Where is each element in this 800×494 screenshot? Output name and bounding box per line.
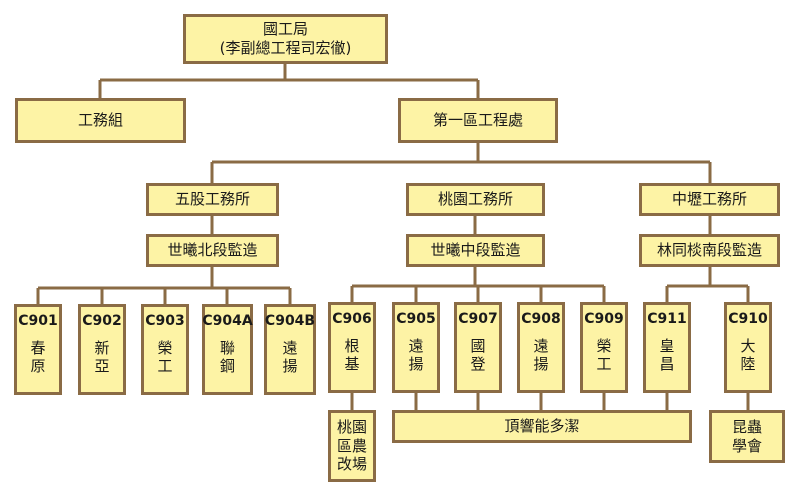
contract-code: C908 [521, 311, 561, 327]
contract-code: C902 [82, 313, 122, 329]
south-supervision-node: 林同棪南段監造 [639, 234, 780, 267]
contractor-name: 根 基 [344, 336, 360, 374]
contract-code: C904B [264, 313, 316, 329]
contract-code: C906 [332, 311, 372, 327]
north-supervision-node: 世曦北段監造 [146, 234, 279, 267]
contractor-name: 遠 揚 [408, 336, 424, 374]
taoyuan-office-node: 桃園工務所 [406, 183, 545, 216]
middle-supervision-node: 世曦中段監造 [406, 234, 545, 267]
root-node: 國工局 (李副總工程司宏徹) [183, 14, 388, 64]
wugu-office-node: 五股工務所 [146, 183, 279, 216]
contract-c905: C905 遠 揚 [392, 302, 440, 393]
insect-society-node: 昆蟲 學會 [709, 410, 785, 463]
root-title: 國工局 [262, 20, 308, 39]
contractor-name: 新 亞 [94, 338, 110, 376]
contract-code: C910 [728, 311, 768, 327]
contractor-name: 皇 昌 [659, 336, 675, 374]
contractor-name: 聯 鋼 [219, 338, 235, 376]
contract-c909: C909 榮 工 [580, 302, 628, 393]
contract-code: C905 [396, 311, 436, 327]
contract-code: C904A [202, 313, 253, 329]
contractor-name: 國 登 [470, 336, 486, 374]
taoyuan-agri-station-node: 桃園 區農 改場 [328, 410, 376, 482]
contract-c908: C908 遠 揚 [517, 302, 565, 393]
contract-c904b: C904B 遠 揚 [264, 304, 316, 395]
contractor-name: 大 陸 [740, 336, 756, 374]
contractor-name: 春 原 [30, 338, 46, 376]
works-group-node: 工務組 [15, 98, 186, 143]
contract-code: C903 [145, 313, 185, 329]
contract-c903: C903 榮 工 [141, 304, 189, 395]
contract-code: C909 [584, 311, 624, 327]
contractor-name: 榮 工 [157, 338, 173, 376]
contract-c907: C907 國 登 [454, 302, 502, 393]
contract-c902: C902 新 亞 [78, 304, 126, 395]
district-office-node: 第一區工程處 [398, 98, 558, 143]
contract-code: C911 [647, 311, 687, 327]
joint-contractor-node: 頂響能多潔 [392, 410, 692, 443]
root-subtitle: (李副總工程司宏徹) [219, 39, 352, 57]
zhongli-office-node: 中壢工務所 [639, 183, 780, 216]
contractor-name: 遠 揚 [533, 336, 549, 374]
contract-c904a: C904A 聯 鋼 [202, 304, 253, 395]
contract-c906: C906 根 基 [328, 302, 376, 393]
contractor-name: 遠 揚 [282, 338, 298, 376]
contractor-name: 榮 工 [596, 336, 612, 374]
contract-code: C901 [18, 313, 58, 329]
contract-c911: C911 皇 昌 [643, 302, 691, 393]
contract-c901: C901 春 原 [14, 304, 62, 395]
contract-code: C907 [458, 311, 498, 327]
contract-c910: C910 大 陸 [724, 302, 772, 393]
